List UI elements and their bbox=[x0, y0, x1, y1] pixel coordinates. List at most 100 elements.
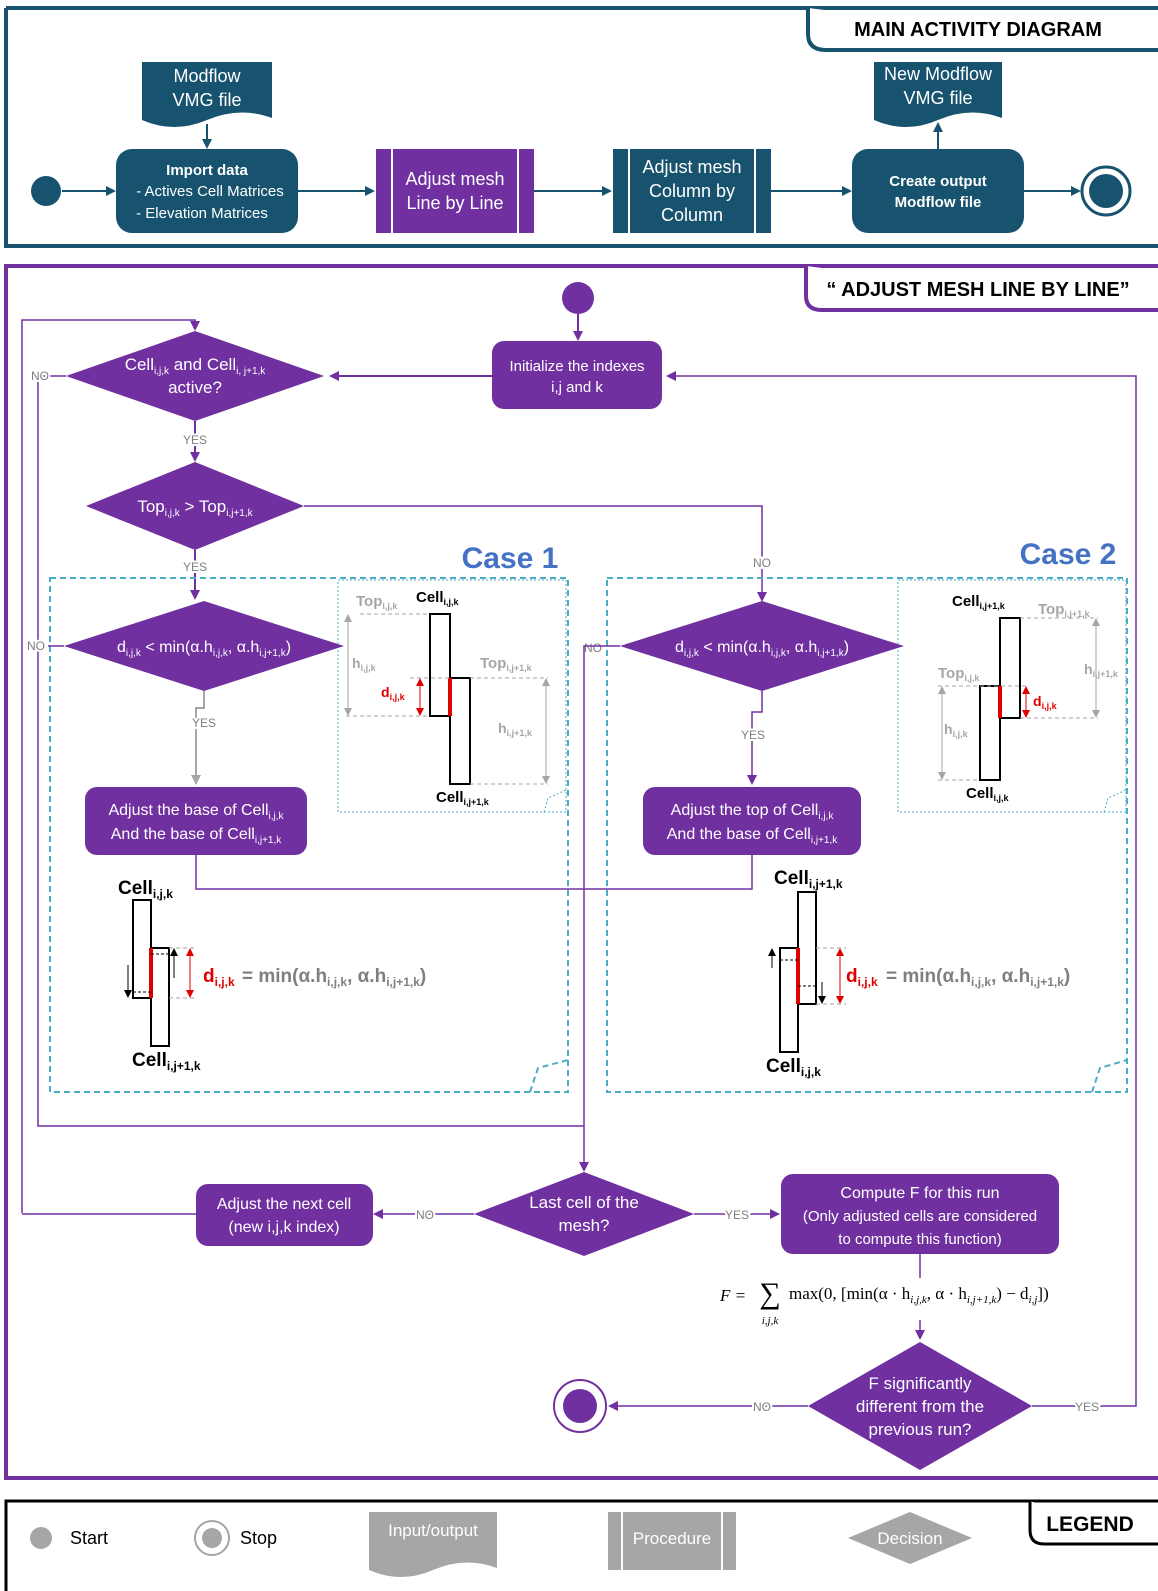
import-item-2: - Elevation Matrices bbox=[136, 205, 268, 222]
yes-label-2: YES bbox=[183, 560, 207, 574]
adjust-column-l3: Column bbox=[661, 205, 723, 225]
no-label-4: NO bbox=[584, 641, 602, 655]
input-doc-line2: VMG file bbox=[172, 90, 241, 110]
last-cell-l2: mesh? bbox=[558, 1216, 609, 1235]
svg-text:Celli,j+1,k: Celli,j+1,k bbox=[774, 868, 843, 891]
sub-stop-node bbox=[553, 1379, 607, 1433]
adjust-column-procedure: Adjust mesh Column by Column bbox=[613, 149, 771, 233]
no-label-1: NO bbox=[31, 369, 49, 383]
last-cell-l1: Last cell of the bbox=[529, 1193, 639, 1212]
svg-text:Celli,j,k: Celli,j,k bbox=[966, 785, 1010, 803]
adjust-line-l1: Adjust mesh bbox=[405, 169, 504, 189]
yes-label-6: YES bbox=[1075, 1400, 1099, 1414]
create-output-activity: Create output Modflow file bbox=[852, 149, 1024, 233]
case2-box bbox=[606, 577, 1128, 1093]
case1-title: Case 1 bbox=[462, 542, 559, 575]
svg-text:hi,j,k: hi,j,k bbox=[944, 721, 969, 739]
legend-io: Input/output bbox=[388, 1521, 478, 1540]
f-diff-l2: different from the bbox=[856, 1397, 984, 1416]
svg-text:Topi,j,k: Topi,j,k bbox=[938, 665, 980, 683]
no-label-3: NO bbox=[27, 639, 45, 653]
adjust-column-l2: Column by bbox=[649, 181, 735, 201]
svg-text:F =: F = bbox=[719, 1286, 746, 1305]
svg-text:di,j,k < min(α.hi,j,k, α.hi,j+: di,j,k < min(α.hi,j,k, α.hi,j+1,k) bbox=[117, 639, 291, 659]
compute-f-l1: Compute F for this run bbox=[840, 1185, 999, 1202]
adjust-top-activity: Adjust the top of Celli,j,k And the base… bbox=[643, 787, 861, 855]
sub-title-tab bbox=[804, 266, 1158, 312]
sub-panel: “ ADJUST MESH LINE BY LINE” Initialize t… bbox=[4, 264, 1158, 1480]
case1-result-sketch: Celli,j,k di,j,k = min(α.hi,j,k, α.hi,j+… bbox=[118, 878, 426, 1073]
output-doc-line1: New Modflow bbox=[884, 64, 993, 84]
legend-decision: Decision bbox=[877, 1529, 942, 1548]
svg-text:And the base of Celli,j+1,k: And the base of Celli,j+1,k bbox=[667, 826, 838, 846]
svg-text:i,j,k: i,j,k bbox=[762, 1315, 780, 1327]
main-title: MAIN ACTIVITY DIAGRAM bbox=[854, 19, 1102, 41]
yes-label-5: YES bbox=[725, 1208, 749, 1222]
decision-f-different: F significantly different from the previ… bbox=[808, 1342, 1032, 1470]
svg-text:hi,j+1,k: hi,j+1,k bbox=[1084, 661, 1119, 679]
svg-text:di,j,k: di,j,k bbox=[1033, 693, 1058, 711]
f-diff-l3: previous run? bbox=[868, 1420, 971, 1439]
svg-text:Celli,j+1,k: Celli,j+1,k bbox=[132, 1050, 201, 1073]
sub-start-node bbox=[562, 282, 594, 314]
case2-title: Case 2 bbox=[1020, 538, 1117, 571]
svg-text:∑: ∑ bbox=[759, 1277, 780, 1310]
svg-text:Celli,j,k: Celli,j,k bbox=[118, 878, 173, 901]
svg-text:di,j,k < min(α.hi,j,k, α.hi,j+: di,j,k < min(α.hi,j,k, α.hi,j+1,k) bbox=[675, 639, 849, 659]
legend-decision-icon bbox=[848, 1512, 972, 1564]
create-output-l1: Create output bbox=[889, 173, 987, 190]
svg-text:Topi,j,k > Topi,j+1,k: Topi,j,k > Topi,j+1,k bbox=[137, 497, 253, 519]
create-output-l2: Modflow file bbox=[895, 194, 982, 211]
no-label-5: NO bbox=[416, 1208, 434, 1222]
compute-f-activity: Compute F for this run (Only adjusted ce… bbox=[781, 1174, 1059, 1254]
decision-case1: di,j,k < min(α.hi,j,k, α.hi,j+1,k) bbox=[64, 601, 344, 691]
yes-label-4: YES bbox=[741, 728, 765, 742]
svg-text:Topi,j,k: Topi,j,k bbox=[356, 593, 398, 611]
svg-text:di,j,k: di,j,k bbox=[203, 966, 235, 989]
case2-sketch: Celli,j+1,k Topi,j+1,k hi,j+1,k Topi,j,k… bbox=[938, 593, 1119, 803]
adjust-line-l2: Line by Line bbox=[406, 193, 503, 213]
main-title-tab bbox=[806, 8, 1158, 52]
legend-start: Start bbox=[70, 1528, 108, 1548]
initialize-activity: Initialize the indexes i,j and k bbox=[492, 341, 662, 409]
svg-text:max(0, [min(α · hi,j,k, α · hi: max(0, [min(α · hi,j,k, α · hi,j+1,k) − … bbox=[789, 1284, 1049, 1306]
main-panel: MAIN ACTIVITY DIAGRAM Modflow VMG file I… bbox=[4, 6, 1158, 248]
svg-text:Celli,j+1,k: Celli,j+1,k bbox=[952, 593, 1006, 611]
f-diff-l1: F significantly bbox=[869, 1374, 972, 1393]
legend-start-icon bbox=[30, 1527, 52, 1549]
legend-io-icon bbox=[369, 1512, 497, 1577]
svg-text:Topi,j+1,k: Topi,j+1,k bbox=[480, 655, 533, 673]
svg-text:di,j,k: di,j,k bbox=[381, 684, 406, 702]
svg-text:hi,j+1,k: hi,j+1,k bbox=[498, 720, 533, 738]
svg-text:di,j,k: di,j,k bbox=[846, 966, 878, 989]
svg-text:Celli,j+1,k: Celli,j+1,k bbox=[436, 789, 490, 807]
decision-top-compare: Topi,j,k > Topi,j+1,k bbox=[86, 462, 304, 550]
init-l1: Initialize the indexes bbox=[509, 358, 644, 375]
case2-result-sketch: Celli,j+1,k di,j,k = min(α.hi,j,k, α.hi,… bbox=[766, 868, 1070, 1079]
svg-text:Adjust the top of Celli,j,k: Adjust the top of Celli,j,k bbox=[671, 802, 835, 822]
init-l2: i,j and k bbox=[551, 379, 603, 396]
case1-sketch: Topi,j,k Celli,j,k hi,j,k di,j,k Topi,j+… bbox=[344, 589, 550, 807]
adjust-next-activity: Adjust the next cell (new i,j,k index) bbox=[196, 1184, 373, 1246]
svg-text:Celli,j,k: Celli,j,k bbox=[416, 589, 460, 607]
no-label-2: NO bbox=[753, 556, 771, 570]
legend-procedure: Procedure bbox=[633, 1529, 711, 1548]
decision-cells-active: Celli,j,k and Celli, j+1,k active? bbox=[66, 331, 324, 421]
svg-text:Adjust the base of Celli,j,k: Adjust the base of Celli,j,k bbox=[108, 802, 284, 822]
legend-procedure-icon bbox=[608, 1512, 736, 1570]
import-item-1: - Actives Cell Matrices bbox=[136, 183, 284, 200]
adjust-base-activity: Adjust the base of Celli,j,k And the bas… bbox=[85, 787, 307, 855]
adjust-next-l1: Adjust the next cell bbox=[217, 1196, 351, 1213]
legend-title: LEGEND bbox=[1046, 1513, 1134, 1536]
svg-text:= min(α.hi,j,k, α.hi,j+1,k): = min(α.hi,j,k, α.hi,j+1,k) bbox=[242, 966, 426, 989]
adjust-next-l2: (new i,j,k index) bbox=[228, 1219, 339, 1236]
legend-panel: LEGEND Start Stop Input/output Procedure… bbox=[4, 1499, 1158, 1591]
adjust-column-l1: Adjust mesh bbox=[642, 157, 741, 177]
sub-title: “ ADJUST MESH LINE BY LINE” bbox=[826, 279, 1129, 301]
input-document: Modflow VMG file bbox=[142, 62, 272, 127]
svg-text:= min(α.hi,j,k, α.hi,j+1,k): = min(α.hi,j,k, α.hi,j+1,k) bbox=[886, 966, 1070, 989]
compute-f-l2: (Only adjusted cells are considered bbox=[803, 1208, 1037, 1225]
legend-stop: Stop bbox=[240, 1528, 277, 1548]
yes-label-1: YES bbox=[183, 433, 207, 447]
